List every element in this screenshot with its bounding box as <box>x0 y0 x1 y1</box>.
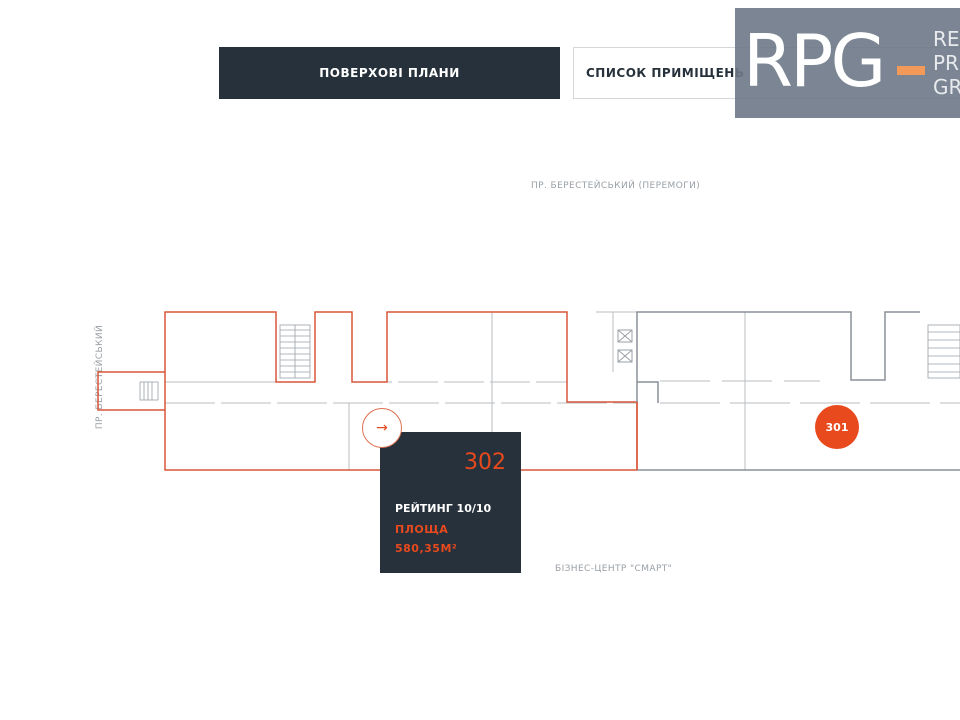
logo-line: PR <box>933 51 959 75</box>
tab-floor-plans[interactable]: ПОВЕРХОВІ ПЛАНИ <box>219 47 560 99</box>
logo-accent-bar <box>897 66 925 75</box>
arrow-right-icon: → <box>376 420 388 436</box>
popup-area-label: ПЛОЩА <box>395 523 449 536</box>
unit-301-outline[interactable] <box>636 311 960 471</box>
open-unit-arrow-button[interactable]: → <box>362 408 402 448</box>
stairs-icon <box>139 324 960 401</box>
logo-line: RE <box>933 27 960 51</box>
popup-rating: РЕЙТИНГ 10/10 <box>395 502 492 515</box>
logo-line: GR <box>933 75 960 99</box>
rpg-logo: RPG RE PR GR <box>735 8 960 118</box>
elevator-icon <box>617 329 633 363</box>
popup-area-value: 580,35М² <box>395 542 458 555</box>
logo-mark: RPG <box>743 19 886 103</box>
unit-302-annex <box>97 371 165 411</box>
popup-unit-number: 302 <box>464 450 506 475</box>
street-label-bottom: БІЗНЕС-ЦЕНТР "СМАРТ" <box>555 564 673 574</box>
street-label-top: ПР. БЕРЕСТЕЙСЬКИЙ (ПЕРЕМОГИ) <box>531 181 701 191</box>
tab-room-list-label: СПИСОК ПРИМІЩЕНЬ <box>586 66 745 80</box>
unit-info-popup: 302 РЕЙТИНГ 10/10 ПЛОЩА 580,35М² <box>380 432 521 573</box>
unit-301-marker[interactable]: 301 <box>815 405 859 449</box>
